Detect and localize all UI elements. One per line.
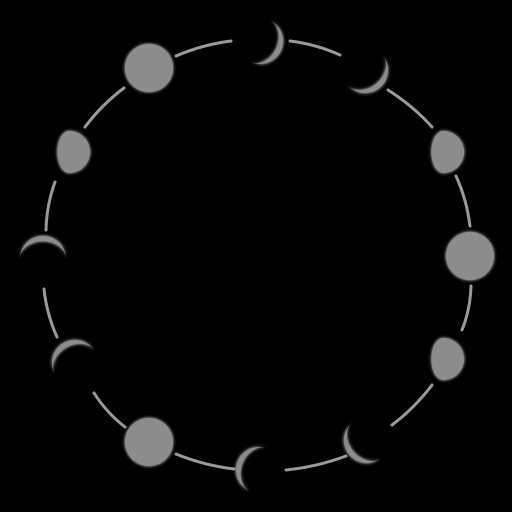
ring-segment xyxy=(460,284,473,332)
ring-segment xyxy=(390,383,434,427)
ring-segment xyxy=(44,180,57,232)
crescent-moon-icon xyxy=(52,340,95,375)
crescent-moon-icon xyxy=(344,422,382,463)
ring-segment xyxy=(288,39,342,57)
moon-phases xyxy=(20,20,494,492)
ring-segment xyxy=(174,39,233,58)
crescent-moon-icon xyxy=(250,20,283,64)
orbit-ring xyxy=(42,39,473,472)
gibbous-moon-icon xyxy=(57,131,90,173)
ring-segment xyxy=(174,452,236,471)
full-moon-icon xyxy=(125,418,173,466)
ring-segment xyxy=(284,454,348,472)
ring-segment xyxy=(42,287,59,339)
ring-segment xyxy=(92,391,127,429)
ring-segment xyxy=(83,86,126,129)
gibbous-moon-icon xyxy=(431,131,464,173)
crescent-moon-icon xyxy=(236,447,267,492)
full-moon-icon xyxy=(125,44,173,92)
ring-segment xyxy=(454,174,472,228)
full-moon-icon xyxy=(446,232,494,280)
gibbous-moon-icon xyxy=(431,338,464,380)
ring-segment xyxy=(386,88,434,129)
crescent-moon-icon xyxy=(347,55,388,93)
crescent-moon-icon xyxy=(20,236,66,259)
